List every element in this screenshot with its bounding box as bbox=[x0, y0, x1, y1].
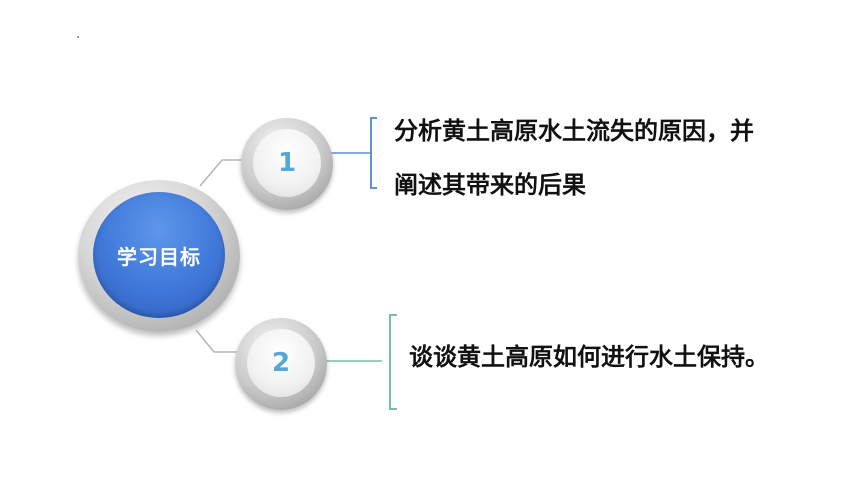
bracket-1 bbox=[370, 117, 377, 189]
decorative-dot bbox=[77, 36, 79, 38]
objective-text-2: 谈谈黄土高原如何进行水土保持。 bbox=[409, 330, 849, 384]
objective-text-1-line-1: 分析黄土高原水土流失的原因，并 bbox=[394, 117, 754, 145]
hub-circle: 学习目标 bbox=[93, 192, 225, 318]
objective-node-2-face: 2 bbox=[247, 329, 315, 397]
objective-node-1: 1 bbox=[241, 118, 333, 210]
objective-node-1-face: 1 bbox=[253, 129, 321, 197]
objective-text-1: 分析黄土高原水土流失的原因，并 阐述其带来的后果 bbox=[394, 104, 834, 212]
objective-text-1-line-2: 阐述其带来的后果 bbox=[394, 171, 586, 199]
objective-node-2: 2 bbox=[235, 318, 327, 410]
bracket-2 bbox=[389, 314, 397, 410]
connector-hub-to-node-2 bbox=[195, 329, 240, 353]
hub-label: 学习目标 bbox=[117, 244, 201, 269]
objective-text-2-line-1: 谈谈黄土高原如何进行水土保持。 bbox=[409, 343, 769, 371]
connector-hub-to-node-1 bbox=[199, 159, 246, 187]
objective-number-1: 1 bbox=[277, 148, 297, 178]
objective-number-2: 2 bbox=[271, 348, 291, 378]
